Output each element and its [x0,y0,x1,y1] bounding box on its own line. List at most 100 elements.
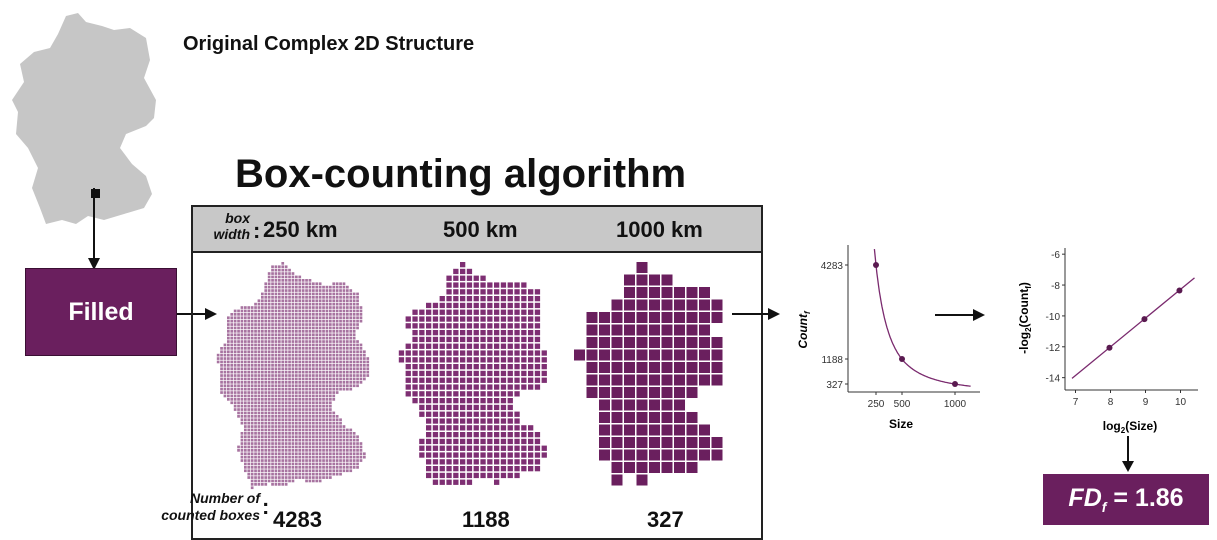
grid-250-box [257,347,261,350]
grid-250-box [295,313,298,316]
grid-250-box [308,394,312,398]
grid-250-box [359,347,363,350]
grid-250-box [284,370,288,374]
grid-250-box [264,472,268,476]
grid-250-box [295,367,298,371]
grid-250-box [301,401,305,405]
grid-250-box [281,418,285,422]
grid-250-box [257,353,261,357]
grid-500-box [480,425,486,431]
grid-250-box [254,438,257,442]
grid-250-box [237,370,240,374]
grid-250-box [267,391,271,394]
grid-250-box [240,455,244,459]
grid-250-box [335,370,339,374]
grid-250-box [233,360,237,364]
grid-250-box [284,282,288,286]
grid-250-box [288,415,291,418]
grid-500-box [466,336,473,343]
grid-250-box [274,292,278,296]
grid-250-box [257,466,261,469]
grid-250-box [267,408,271,411]
grid-250-box [278,387,281,391]
grid-250-box [281,289,285,292]
grid-1000-box [699,374,710,386]
grid-500-box [466,343,473,349]
grid-250-box [346,343,349,347]
grid-250-box [312,421,315,425]
chart2-x-tick-label: 9 [1143,397,1149,408]
grid-1000-box [599,387,610,398]
grid-250-box [281,469,285,473]
grid-250-box [288,459,291,462]
grid-250-box [308,391,312,394]
grid-250-box [261,323,264,326]
grid-250-box [301,333,305,337]
grid-250-box [274,309,278,313]
grid-250-box [335,285,339,289]
grid-250-box [315,391,319,394]
grid-250-box [315,316,319,320]
grid-250-box [284,306,288,309]
grid-250-box [329,415,332,418]
count-1000: 327 [647,507,684,532]
grid-1000-box [624,274,635,286]
grid-250-box [223,377,227,381]
grid-250-box [233,394,237,398]
grid-250-box [349,289,353,292]
grid-250-box [264,336,268,340]
grid-500-box [534,296,541,302]
grid-250-box [342,282,346,286]
grid-250-box [295,466,298,469]
grid-250-box [288,476,291,479]
grid-250-box [308,336,312,340]
grid-250-box [339,421,342,425]
grid-500-box [487,364,493,370]
grid-250-box [315,289,319,292]
grid-250-box [261,357,264,360]
grid-250-box [240,353,244,357]
grid-250-box [298,391,302,394]
grid-250-box [332,364,336,367]
grid-250-box [274,340,278,343]
grid-250-box [339,374,342,377]
grid-250-box [281,449,285,452]
grid-250-box [278,381,281,384]
grid-250-box [305,452,308,456]
grid-250-box [250,418,254,422]
grid-250-box [278,302,281,306]
grid-250-box [325,472,329,476]
grid-250-box [318,357,322,360]
grid-250-box [295,381,298,384]
grid-1000-box [636,424,648,436]
grid-250-box [267,404,271,408]
grid-250-box [278,370,281,374]
grid-250-box [267,425,271,428]
grid-250-box [257,418,261,422]
grid-500-box [514,452,520,458]
grid-500-box [453,370,459,377]
grid-250-box [288,350,291,354]
grid-250-box [325,289,329,292]
grid-250-box [349,360,353,364]
grid-500-box [439,350,445,356]
grid-500-box [466,370,473,377]
grid-1000-box [599,349,610,361]
grid-250-box [278,449,281,452]
grid-250-box [250,357,254,360]
grid-250-box [315,425,319,428]
grid-250-box [305,391,308,394]
grid-250-box [223,353,227,357]
grid-250-box [284,459,288,462]
grid-250-box [339,452,342,456]
grid-250-box [332,398,336,401]
grid-500-box [466,282,473,288]
grid-250-box [332,391,336,394]
grid-250-box [312,472,315,476]
grid-250-box [366,364,370,367]
grid-500-box [453,330,459,336]
grid-250-box [288,340,291,343]
grid-500-box [500,377,507,383]
grid-250-box [223,360,227,364]
grid-500-box [412,323,418,329]
